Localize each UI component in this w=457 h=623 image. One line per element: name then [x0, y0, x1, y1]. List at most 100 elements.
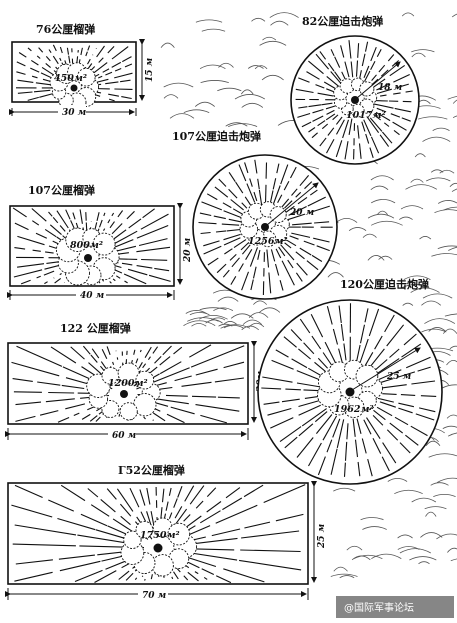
fragment-ray [357, 461, 361, 477]
fragment-ray [287, 259, 294, 269]
fragment-ray [13, 269, 43, 278]
fragment-ray [90, 504, 110, 517]
fragment-ray [348, 40, 352, 59]
fragment-ray [270, 417, 294, 429]
sky-stroke [230, 313, 254, 319]
area-label: 1017м² [346, 110, 386, 121]
fragment-ray [306, 260, 319, 271]
fragment-ray [168, 487, 172, 496]
fragment-ray [401, 343, 422, 358]
fragment-ray [228, 218, 243, 223]
fragment-ray [376, 406, 393, 417]
fragment-ray [319, 137, 327, 147]
fragment-ray [299, 175, 310, 187]
radius-label: 25 м [386, 372, 412, 382]
fragment-ray [338, 305, 342, 323]
fragment-ray [377, 397, 394, 403]
sky-stroke [401, 283, 430, 289]
fragment-ray [117, 210, 124, 218]
fragment-ray [343, 462, 346, 477]
fragment-ray [189, 485, 205, 505]
fragment-ray [57, 517, 96, 531]
sky-stroke [218, 62, 234, 68]
zone-152mm-howitzer: Г52公厘榴弹 1750м² 70 м 25 м [5, 463, 327, 601]
fragment-ray [298, 423, 314, 437]
fragment-ray [343, 343, 347, 361]
fragment-ray [374, 335, 383, 350]
sky-stroke [183, 109, 210, 113]
fragment-ray [44, 228, 57, 238]
fragment-ray [398, 407, 413, 414]
radius-line [351, 347, 421, 391]
fragment-ray [173, 498, 178, 508]
impact-point [153, 543, 163, 553]
fragment-ray [118, 570, 130, 580]
fragment-ray [82, 345, 91, 355]
sky-stroke [169, 113, 195, 119]
sky-stroke [189, 312, 210, 316]
fragment-ray [111, 61, 122, 68]
fragment-burst [12, 207, 171, 286]
sky-stroke [411, 49, 435, 53]
fragment-ray [279, 280, 284, 291]
fragment-ray [389, 64, 406, 77]
fragment-ray [31, 59, 39, 66]
area-label: 1962м² [334, 404, 374, 415]
sky-stroke [451, 188, 457, 192]
fragment-ray [109, 221, 115, 229]
fragment-ray [159, 356, 171, 366]
fragment-ray [221, 223, 240, 226]
fragment-ray [141, 258, 168, 261]
sky-stroke [371, 553, 402, 559]
fragment-ray [87, 45, 91, 51]
sky-stroke [452, 99, 457, 104]
fragment-ray [116, 488, 134, 512]
fragment-burst [295, 40, 413, 160]
fragment-ray [284, 200, 293, 209]
fragment-ray [335, 140, 343, 158]
fragment-ray [398, 402, 415, 408]
fragment-ray [326, 109, 335, 115]
sky-stroke [163, 82, 194, 88]
fragment-ray [386, 429, 399, 441]
fragment-ray [32, 249, 41, 252]
sky-stroke [335, 218, 358, 223]
fragment-ray [183, 514, 191, 522]
fragment-ray [358, 70, 362, 80]
sky-stroke [220, 324, 251, 329]
fragment-ray [105, 81, 119, 85]
sky-stroke [213, 307, 234, 311]
fragment-ray [401, 117, 411, 122]
zone-title: Г52公厘榴弹 [118, 463, 185, 477]
fragment-ray [170, 406, 195, 415]
fragment-ray [146, 487, 151, 505]
sky-stroke [241, 325, 259, 331]
fragment-ray [355, 344, 361, 363]
fragment-ray [238, 263, 244, 272]
fragment-ray [195, 500, 204, 509]
fragment-ray [315, 53, 330, 70]
fragment-ray [312, 108, 324, 114]
fragment-ray [103, 228, 106, 231]
fragment-ray [376, 107, 387, 113]
fragment-ray [59, 46, 63, 54]
fragment-ray [207, 257, 219, 266]
fragment-ray [200, 510, 221, 524]
fragment-ray [368, 308, 380, 337]
fragment-ray [181, 381, 212, 387]
fragment-ray [284, 436, 298, 449]
fragment-ray [316, 245, 330, 252]
fragment-ray [384, 314, 395, 333]
sky-stroke [424, 506, 447, 510]
fragment-ray [45, 56, 51, 62]
fragment-ray [127, 268, 148, 276]
fragment-ray [325, 113, 336, 121]
fragment-ray [287, 213, 306, 221]
fragment-ray [80, 47, 83, 56]
fragment-ray [394, 416, 409, 426]
fragment-ray [17, 91, 33, 94]
fragment-ray [147, 356, 151, 361]
fragment-ray [106, 488, 117, 500]
fragment-ray [12, 543, 76, 547]
fragment-ray [35, 232, 48, 239]
